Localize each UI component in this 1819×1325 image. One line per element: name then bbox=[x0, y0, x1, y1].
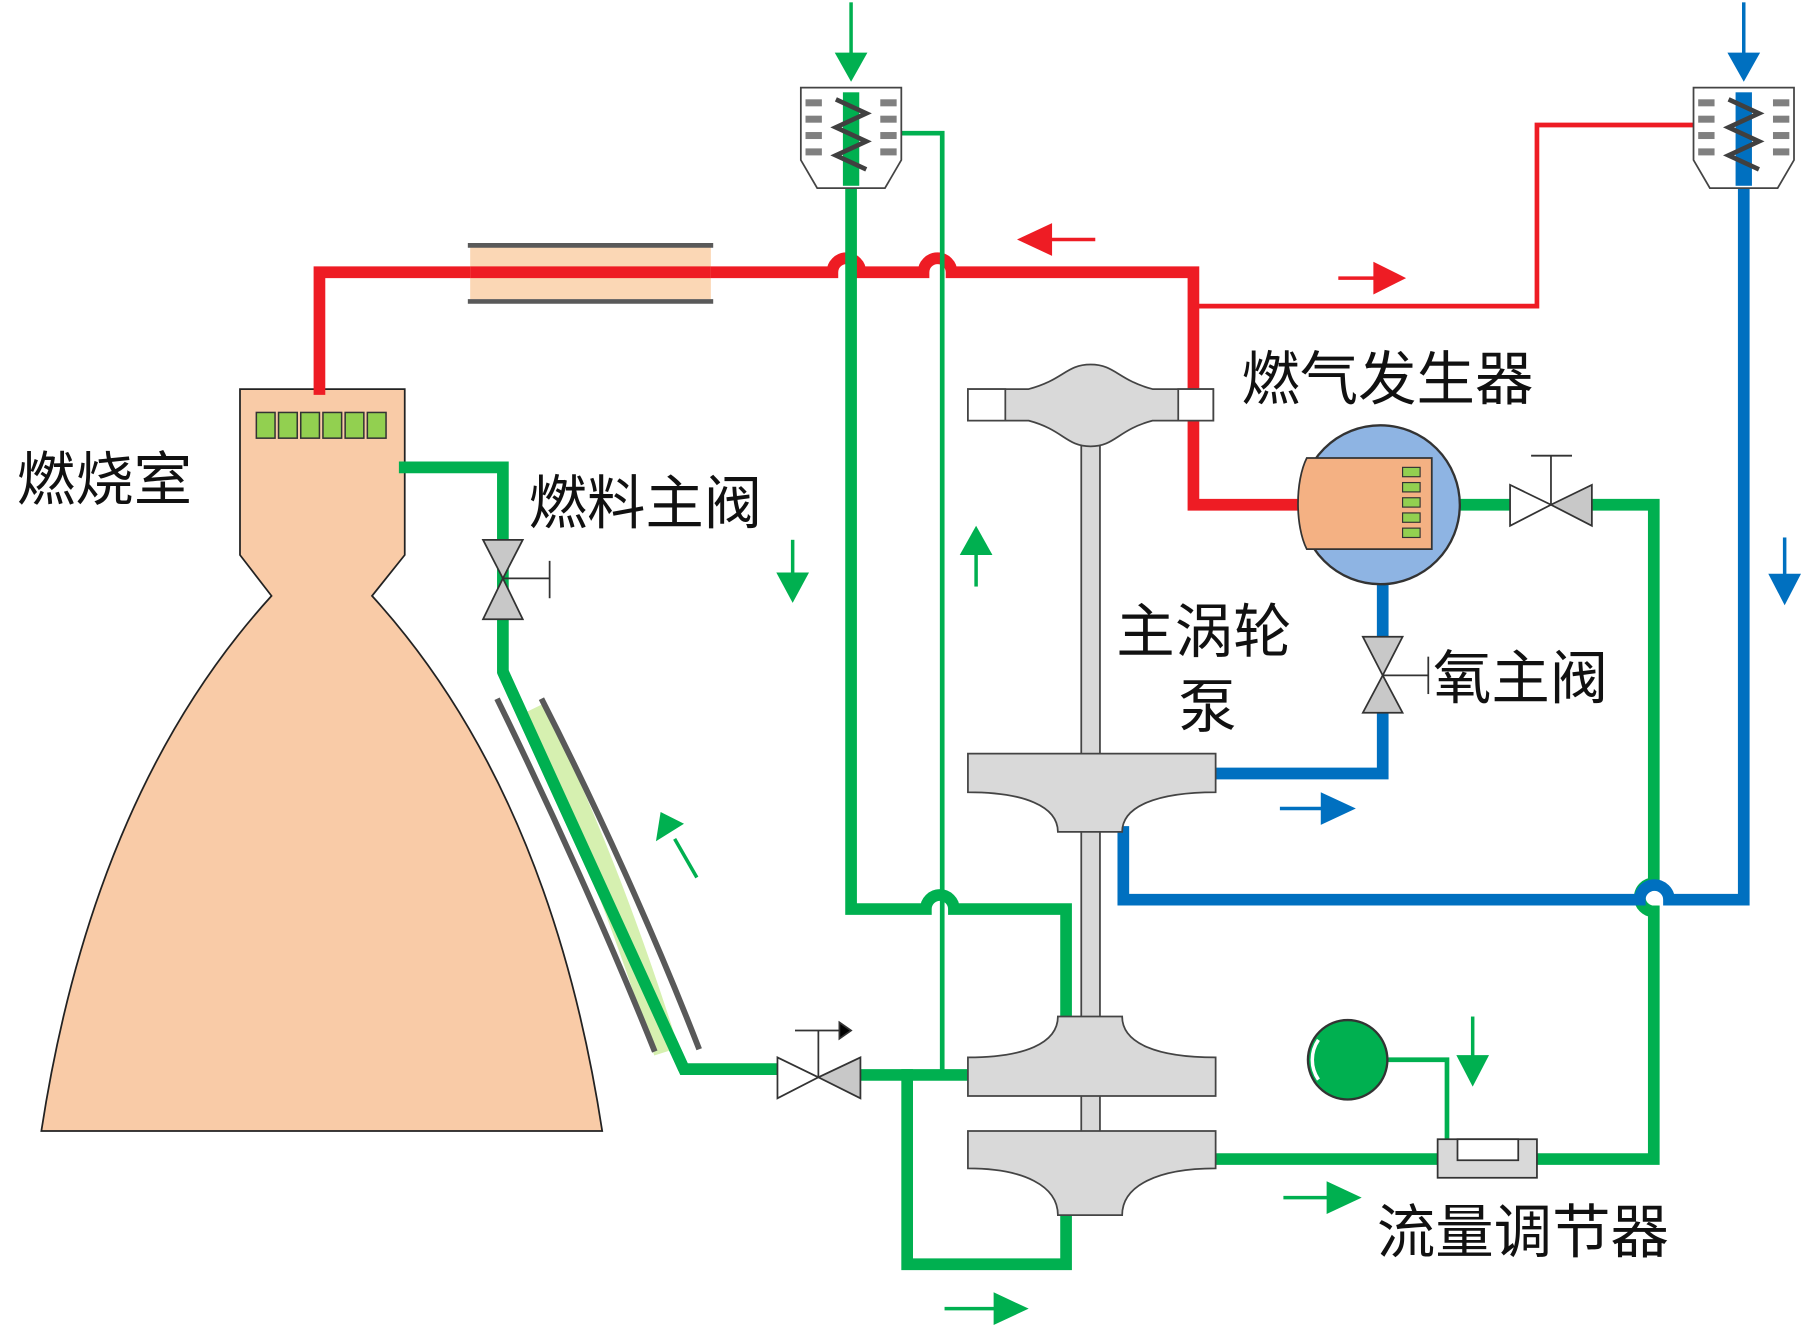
gas-generator bbox=[1297, 424, 1461, 586]
fuel-pressurization-line bbox=[897, 130, 945, 1078]
hot-gas-tank-pressurization-line bbox=[1191, 122, 1698, 309]
fuel-regulator-to-generator bbox=[1531, 498, 1660, 1165]
fuel-main-valve bbox=[481, 538, 551, 621]
oxygen-main-valve-label: 氧主阀 bbox=[1433, 645, 1608, 713]
flow-regulator-label: 流量调节器 bbox=[1377, 1199, 1669, 1267]
gas-generator-label: 燃气发生器 bbox=[1241, 346, 1533, 414]
fuel-pump bbox=[967, 1015, 1217, 1097]
flow-arrows bbox=[655, 2, 1802, 1325]
main-turbopump-label-line1: 主涡轮 bbox=[1116, 598, 1291, 666]
hot-gas-lines bbox=[313, 122, 1698, 511]
oxidizer-tank-heat-exchanger bbox=[1692, 86, 1795, 189]
fuel-tank-heat-exchanger bbox=[799, 86, 903, 189]
labels: 燃烧室 燃料主阀 燃气发生器 主涡轮 泵 氧主阀 流量调节器 bbox=[17, 346, 1669, 1267]
main-turbopump-label-line2: 泵 bbox=[1178, 673, 1236, 741]
injector-elements bbox=[255, 411, 387, 439]
oxidizer-pump bbox=[967, 752, 1217, 833]
fuel-main-valve-label: 燃料主阀 bbox=[529, 469, 763, 537]
cooling-jacket bbox=[494, 669, 702, 1072]
hot-gas-heat-exchanger bbox=[467, 243, 714, 304]
accumulator bbox=[1306, 1018, 1389, 1101]
flow-regulator bbox=[1436, 1138, 1538, 1179]
fuel-tank-outlet-line bbox=[845, 186, 1072, 1023]
oxygen-main-valve bbox=[1361, 635, 1430, 714]
main-turbopump bbox=[967, 363, 1217, 1217]
accumulator-line bbox=[1382, 1057, 1450, 1148]
fuel-booster-pump bbox=[967, 1130, 1217, 1217]
combustion-chamber bbox=[40, 388, 604, 1132]
hot-gas-main-line bbox=[313, 252, 1306, 511]
oxidizer-lines bbox=[1117, 181, 1750, 906]
oxidizer-tank-outlet-line bbox=[1117, 181, 1750, 906]
chamber-body bbox=[40, 388, 604, 1132]
fuel-throttle-valve bbox=[776, 1020, 862, 1100]
fuel-booster-loop bbox=[901, 1069, 1072, 1271]
oxidizer-pump-to-valve bbox=[1209, 706, 1389, 780]
generator-fuel-valve bbox=[1509, 454, 1593, 528]
combustion-chamber-label: 燃烧室 bbox=[17, 446, 192, 514]
